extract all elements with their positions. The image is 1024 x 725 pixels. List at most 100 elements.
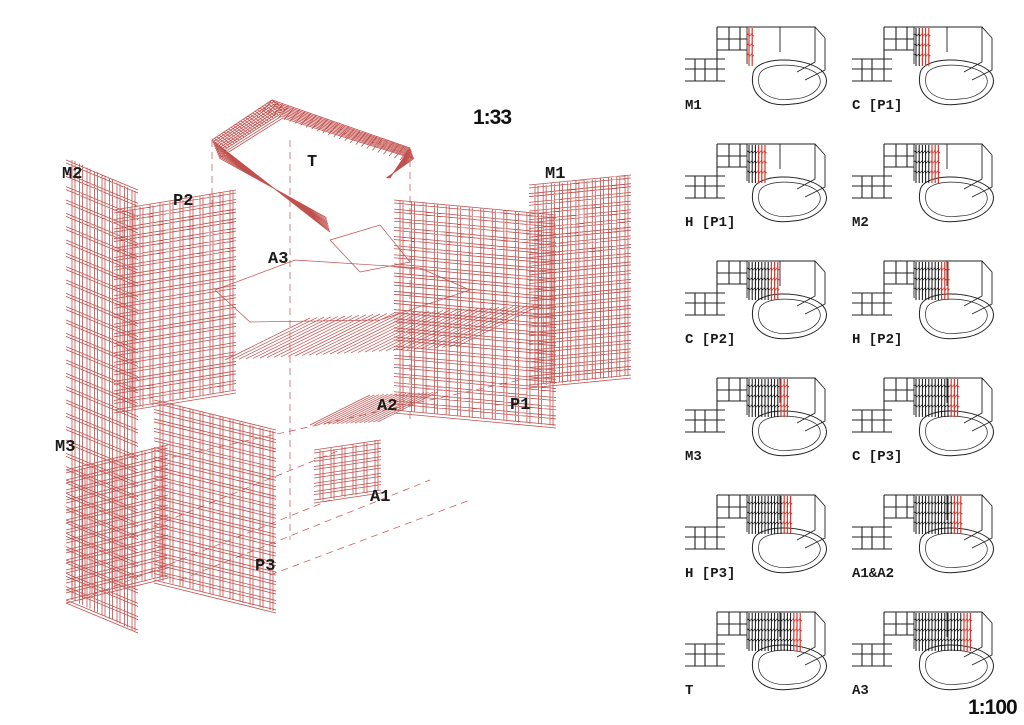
current-stage-structure xyxy=(791,613,803,651)
current-stage-structure xyxy=(949,379,960,417)
current-stage-structure xyxy=(962,613,973,651)
step-caption: H [P3] xyxy=(685,566,735,582)
step-caption: H [P2] xyxy=(852,332,902,348)
current-stage-structure xyxy=(939,262,950,300)
sequence-step: C [P2] xyxy=(685,260,827,348)
current-stage-structure xyxy=(952,496,963,534)
label-a2: A2 xyxy=(377,397,397,416)
built-structure xyxy=(914,379,950,417)
sequence-step: T xyxy=(685,611,827,699)
label-m2: M2 xyxy=(62,165,82,184)
pool-inner xyxy=(925,298,988,334)
pool-inner xyxy=(758,64,821,100)
room-walls xyxy=(913,143,993,198)
step-caption: A3 xyxy=(852,683,869,699)
step-caption: T xyxy=(685,683,693,699)
current-stage-structure xyxy=(779,379,790,417)
sequence-step: A3 xyxy=(852,611,994,699)
existing-grid xyxy=(852,26,914,82)
pool-outline xyxy=(751,59,827,106)
sequence-step: C [P3] xyxy=(852,377,994,465)
current-stage-structure xyxy=(769,262,780,300)
room-walls xyxy=(746,26,826,81)
pool-outline xyxy=(918,59,994,106)
built-structure xyxy=(914,262,941,300)
existing-grid xyxy=(685,26,747,82)
current-stage-structure xyxy=(930,145,941,183)
scale-label-axonometric: 1:33 xyxy=(473,106,511,129)
current-stage-structure xyxy=(747,28,755,66)
room-walls xyxy=(913,26,993,81)
pool-inner xyxy=(758,298,821,334)
label-m3: M3 xyxy=(55,438,75,457)
label-t: T xyxy=(307,153,317,172)
existing-grid xyxy=(685,377,747,433)
pool-outline xyxy=(918,293,994,340)
room-walls xyxy=(913,260,993,315)
built-structure xyxy=(747,613,793,651)
label-a3: A3 xyxy=(268,250,288,269)
existing-grid xyxy=(852,143,914,199)
step-caption: M2 xyxy=(852,215,869,231)
pool-inner xyxy=(925,64,988,100)
room-walls xyxy=(746,143,826,198)
pool-outline xyxy=(751,176,827,223)
label-p1: P1 xyxy=(510,396,530,415)
pool-outline xyxy=(918,176,994,223)
existing-grid xyxy=(852,260,914,316)
existing-grid xyxy=(852,377,914,433)
existing-grid xyxy=(685,143,747,199)
sequence-step: M2 xyxy=(852,143,994,231)
room-walls xyxy=(746,494,826,549)
sequence-step: H [P2] xyxy=(852,260,994,348)
pool-outline xyxy=(751,527,827,574)
built-structure xyxy=(747,496,783,534)
pool-inner xyxy=(758,181,821,217)
rack-a1 xyxy=(313,439,382,504)
existing-grid xyxy=(685,260,747,316)
pool-inner xyxy=(758,415,821,451)
step-caption: H [P1] xyxy=(685,215,735,231)
ring-t xyxy=(211,99,415,233)
step-caption: C [P2] xyxy=(685,332,735,348)
pool-outline xyxy=(751,293,827,340)
axonometric-linework xyxy=(65,99,632,634)
step-caption: C [P3] xyxy=(852,449,902,465)
pool-inner xyxy=(925,415,988,451)
pool-outline xyxy=(751,410,827,457)
built-structure xyxy=(914,28,921,66)
rack-p2 xyxy=(113,189,237,414)
label-m1: M1 xyxy=(545,165,565,184)
built-structure xyxy=(914,613,963,651)
label-a1: A1 xyxy=(370,488,390,507)
axonometric-drawing: M2 P2 T M1 A3 A2 P1 M3 A1 P3 1:33 xyxy=(55,99,632,634)
step-caption: M3 xyxy=(685,449,702,465)
floor-plates xyxy=(214,224,542,426)
current-stage-structure xyxy=(920,28,931,66)
room-walls xyxy=(746,377,826,432)
scale-label-sequence: 1:100 xyxy=(968,696,1017,719)
rack-p1 xyxy=(393,199,557,429)
step-caption: A1&A2 xyxy=(852,566,894,582)
current-stage-structure xyxy=(782,496,793,534)
dashed-projections xyxy=(79,140,521,601)
room-walls xyxy=(746,611,826,666)
pool-inner xyxy=(758,532,821,568)
rack-p3 xyxy=(153,399,277,614)
sequence-step: C [P1] xyxy=(852,26,994,114)
label-p3: P3 xyxy=(255,557,275,576)
pool-outline xyxy=(918,527,994,574)
pool-outline xyxy=(751,644,827,691)
pool-outline xyxy=(918,644,994,691)
built-structure xyxy=(914,145,931,183)
built-structure xyxy=(747,262,770,300)
rack-m1 xyxy=(528,174,632,389)
room-walls xyxy=(746,260,826,315)
built-structure xyxy=(747,145,758,183)
room-walls xyxy=(913,494,993,549)
built-structure xyxy=(914,496,953,534)
room-walls xyxy=(913,377,993,432)
built-structure xyxy=(747,379,780,417)
